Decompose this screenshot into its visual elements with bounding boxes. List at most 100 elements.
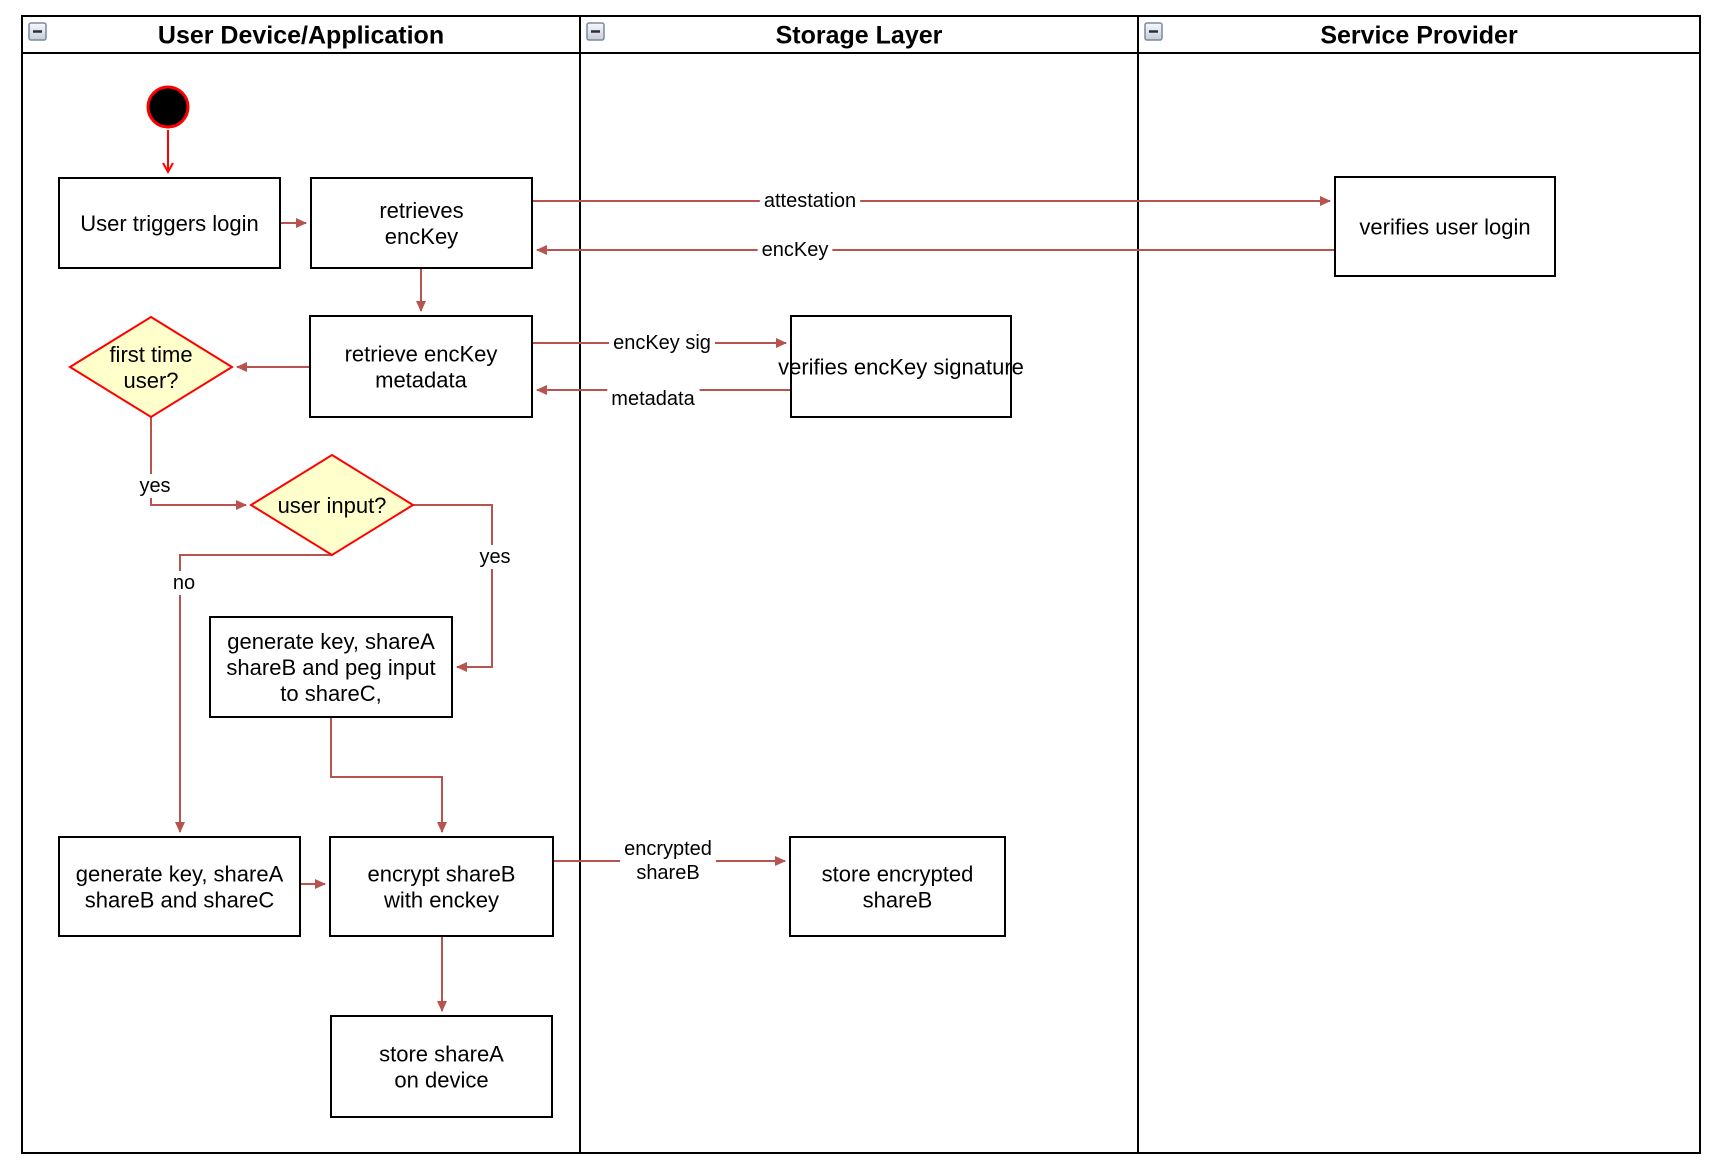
- edge-label-background: [135, 474, 175, 498]
- node-label: encrypt shareB: [368, 861, 516, 886]
- process-box[interactable]: [58, 836, 301, 937]
- edge-label-firsttime-yes: yes: [135, 474, 175, 498]
- edge-label-metadata-return: metadata: [607, 387, 700, 411]
- edge-label-userinput-no: no: [168, 571, 200, 595]
- node-label: retrieve encKey: [345, 341, 498, 366]
- node-label: User triggers login: [80, 211, 259, 236]
- edge-label-background: [607, 387, 700, 411]
- node-label: with enckey: [383, 887, 499, 912]
- process-box[interactable]: [789, 836, 1006, 937]
- process-box[interactable]: [58, 177, 281, 269]
- edge-label-text: encKey: [762, 239, 829, 261]
- collapse-lane-button-user-device[interactable]: [28, 22, 47, 41]
- edge-label-text: metadata: [611, 388, 695, 410]
- edge-label-text: encKey sig: [613, 332, 711, 354]
- node-label: encKey: [385, 224, 458, 249]
- svg-text:user input?: user input?: [278, 493, 387, 518]
- process-box[interactable]: [329, 836, 554, 937]
- node-label: shareB and shareC: [85, 887, 275, 912]
- lane-title-service-provider: Service Provider: [1320, 22, 1518, 50]
- edge-label-background: [609, 331, 715, 355]
- svg-text:encKey sig: encKey sig: [613, 332, 711, 354]
- process-box[interactable]: [310, 177, 533, 269]
- edge-label-text: yes: [139, 475, 170, 497]
- edge-firsttime-yes[interactable]: [150, 417, 247, 510]
- process-box[interactable]: [309, 315, 533, 418]
- edge-label-text: no: [173, 572, 195, 594]
- process-box[interactable]: [790, 315, 1012, 418]
- node-start[interactable]: [146, 85, 190, 129]
- edge-label-enckey-sig: encKey sig: [609, 331, 715, 355]
- collapse-lane-button-service-provider[interactable]: [1144, 22, 1163, 41]
- node-label: generate key, shareA: [227, 629, 435, 654]
- collapse-lane-button-storage-layer[interactable]: [586, 22, 605, 41]
- process-box[interactable]: [330, 1015, 553, 1118]
- node-user-input[interactable]: user input?: [249, 453, 415, 557]
- node-label: shareB: [863, 887, 933, 912]
- node-label: metadata: [375, 367, 467, 392]
- node-label: verifies user login: [1359, 214, 1530, 239]
- node-label: user?: [123, 368, 178, 393]
- edge-label-background: [757, 238, 833, 262]
- decision-diamond[interactable]: [68, 315, 234, 419]
- node-user-triggers-login[interactable]: User triggers login: [58, 177, 281, 269]
- svg-text:attestation: attestation: [764, 190, 856, 212]
- node-label: generate key, shareA: [76, 861, 284, 886]
- edge-label-text: encrypted: [624, 838, 712, 860]
- svg-text:verifies user login: verifies user login: [1359, 214, 1530, 239]
- edge-label-background: [475, 545, 515, 569]
- node-label: on device: [394, 1067, 488, 1092]
- node-label: verifies encKey signature: [778, 354, 1024, 379]
- edge-label-attestation: attestation: [759, 189, 861, 213]
- node-label: to shareC,: [280, 681, 382, 706]
- node-verifies-user-login[interactable]: verifies user login: [1334, 176, 1556, 277]
- edge-layer: attestation encKey encKey sig metadata yes ye…: [135, 130, 1335, 1012]
- edge-label-text: shareB: [636, 862, 699, 884]
- node-label: store shareA: [379, 1041, 504, 1066]
- lane-title-user-device: User Device/Application: [158, 22, 444, 50]
- edge-label-background: [168, 571, 200, 595]
- start-node-circle[interactable]: [146, 85, 190, 129]
- svg-text:encKey: encKey: [762, 239, 829, 261]
- svg-text:no: no: [173, 572, 195, 594]
- edge-userinput-yes[interactable]: [413, 504, 493, 672]
- process-box[interactable]: [209, 616, 453, 718]
- edge-userinput-no[interactable]: [175, 554, 332, 833]
- edge-label-userinput-yes: yes: [475, 545, 515, 569]
- node-verifies-enckey-signature[interactable]: verifies encKey signature: [778, 315, 1024, 418]
- node-label: retrieves: [379, 198, 463, 223]
- process-box[interactable]: [1334, 176, 1556, 277]
- edge-peg-to-encrypt[interactable]: [330, 717, 447, 833]
- edge-label-background: [620, 837, 716, 885]
- node-label: user input?: [278, 493, 387, 518]
- edge-label-text: yes: [479, 546, 510, 568]
- node-label: store encrypted: [822, 861, 974, 886]
- edge-label-text: attestation: [764, 190, 856, 212]
- svg-text:yes: yes: [479, 546, 510, 568]
- lane-title-storage-layer: Storage Layer: [776, 22, 943, 50]
- edge-label-background: [759, 189, 861, 213]
- svg-text:yes: yes: [139, 475, 170, 497]
- decision-diamond[interactable]: [249, 453, 415, 557]
- svg-text:metadata: metadata: [611, 388, 695, 410]
